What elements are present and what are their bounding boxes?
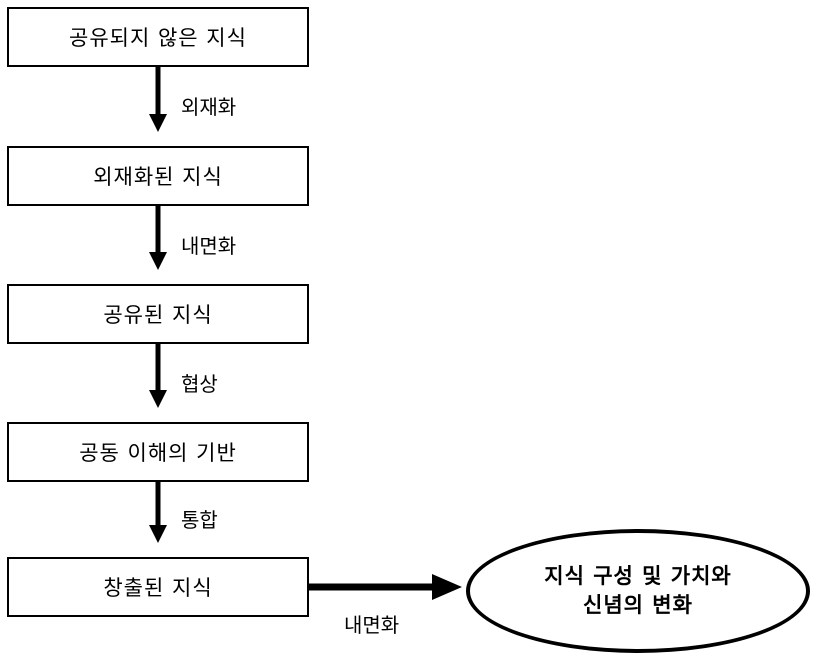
transition-label-negotiation: 협상 [181, 372, 218, 396]
arrow-down-2 [149, 206, 167, 270]
stage-box-created-knowledge: 창출된 지식 [7, 557, 309, 617]
arrow-right-result [309, 574, 462, 600]
stage-label: 공유된 지식 [103, 303, 213, 327]
arrow-down-1 [149, 67, 167, 132]
stage-label: 공동 이해의 기반 [79, 441, 237, 465]
stage-box-unshared-knowledge: 공유되지 않은 지식 [7, 7, 309, 67]
stage-box-shared-knowledge: 공유된 지식 [7, 284, 309, 344]
stage-box-externalized-knowledge: 외재화된 지식 [7, 146, 309, 206]
stage-box-common-ground: 공동 이해의 기반 [7, 422, 309, 482]
transition-label-internalization: 내면화 [181, 234, 237, 258]
transition-label-integration: 통합 [181, 508, 218, 532]
arrow-down-4 [149, 482, 167, 543]
result-line-2: 신념의 변화 [583, 593, 693, 617]
stage-label: 창출된 지식 [103, 576, 213, 600]
result-ellipse: 지식 구성 및 가치와 신념의 변화 [466, 529, 810, 653]
stage-label: 외재화된 지식 [93, 165, 223, 189]
stage-label: 공유되지 않은 지식 [69, 26, 247, 50]
transition-label-externalization: 외재화 [181, 95, 237, 119]
result-arrow-label: 내면화 [344, 613, 400, 637]
result-line-1: 지식 구성 및 가치와 [544, 564, 732, 588]
arrow-down-3 [149, 344, 167, 408]
